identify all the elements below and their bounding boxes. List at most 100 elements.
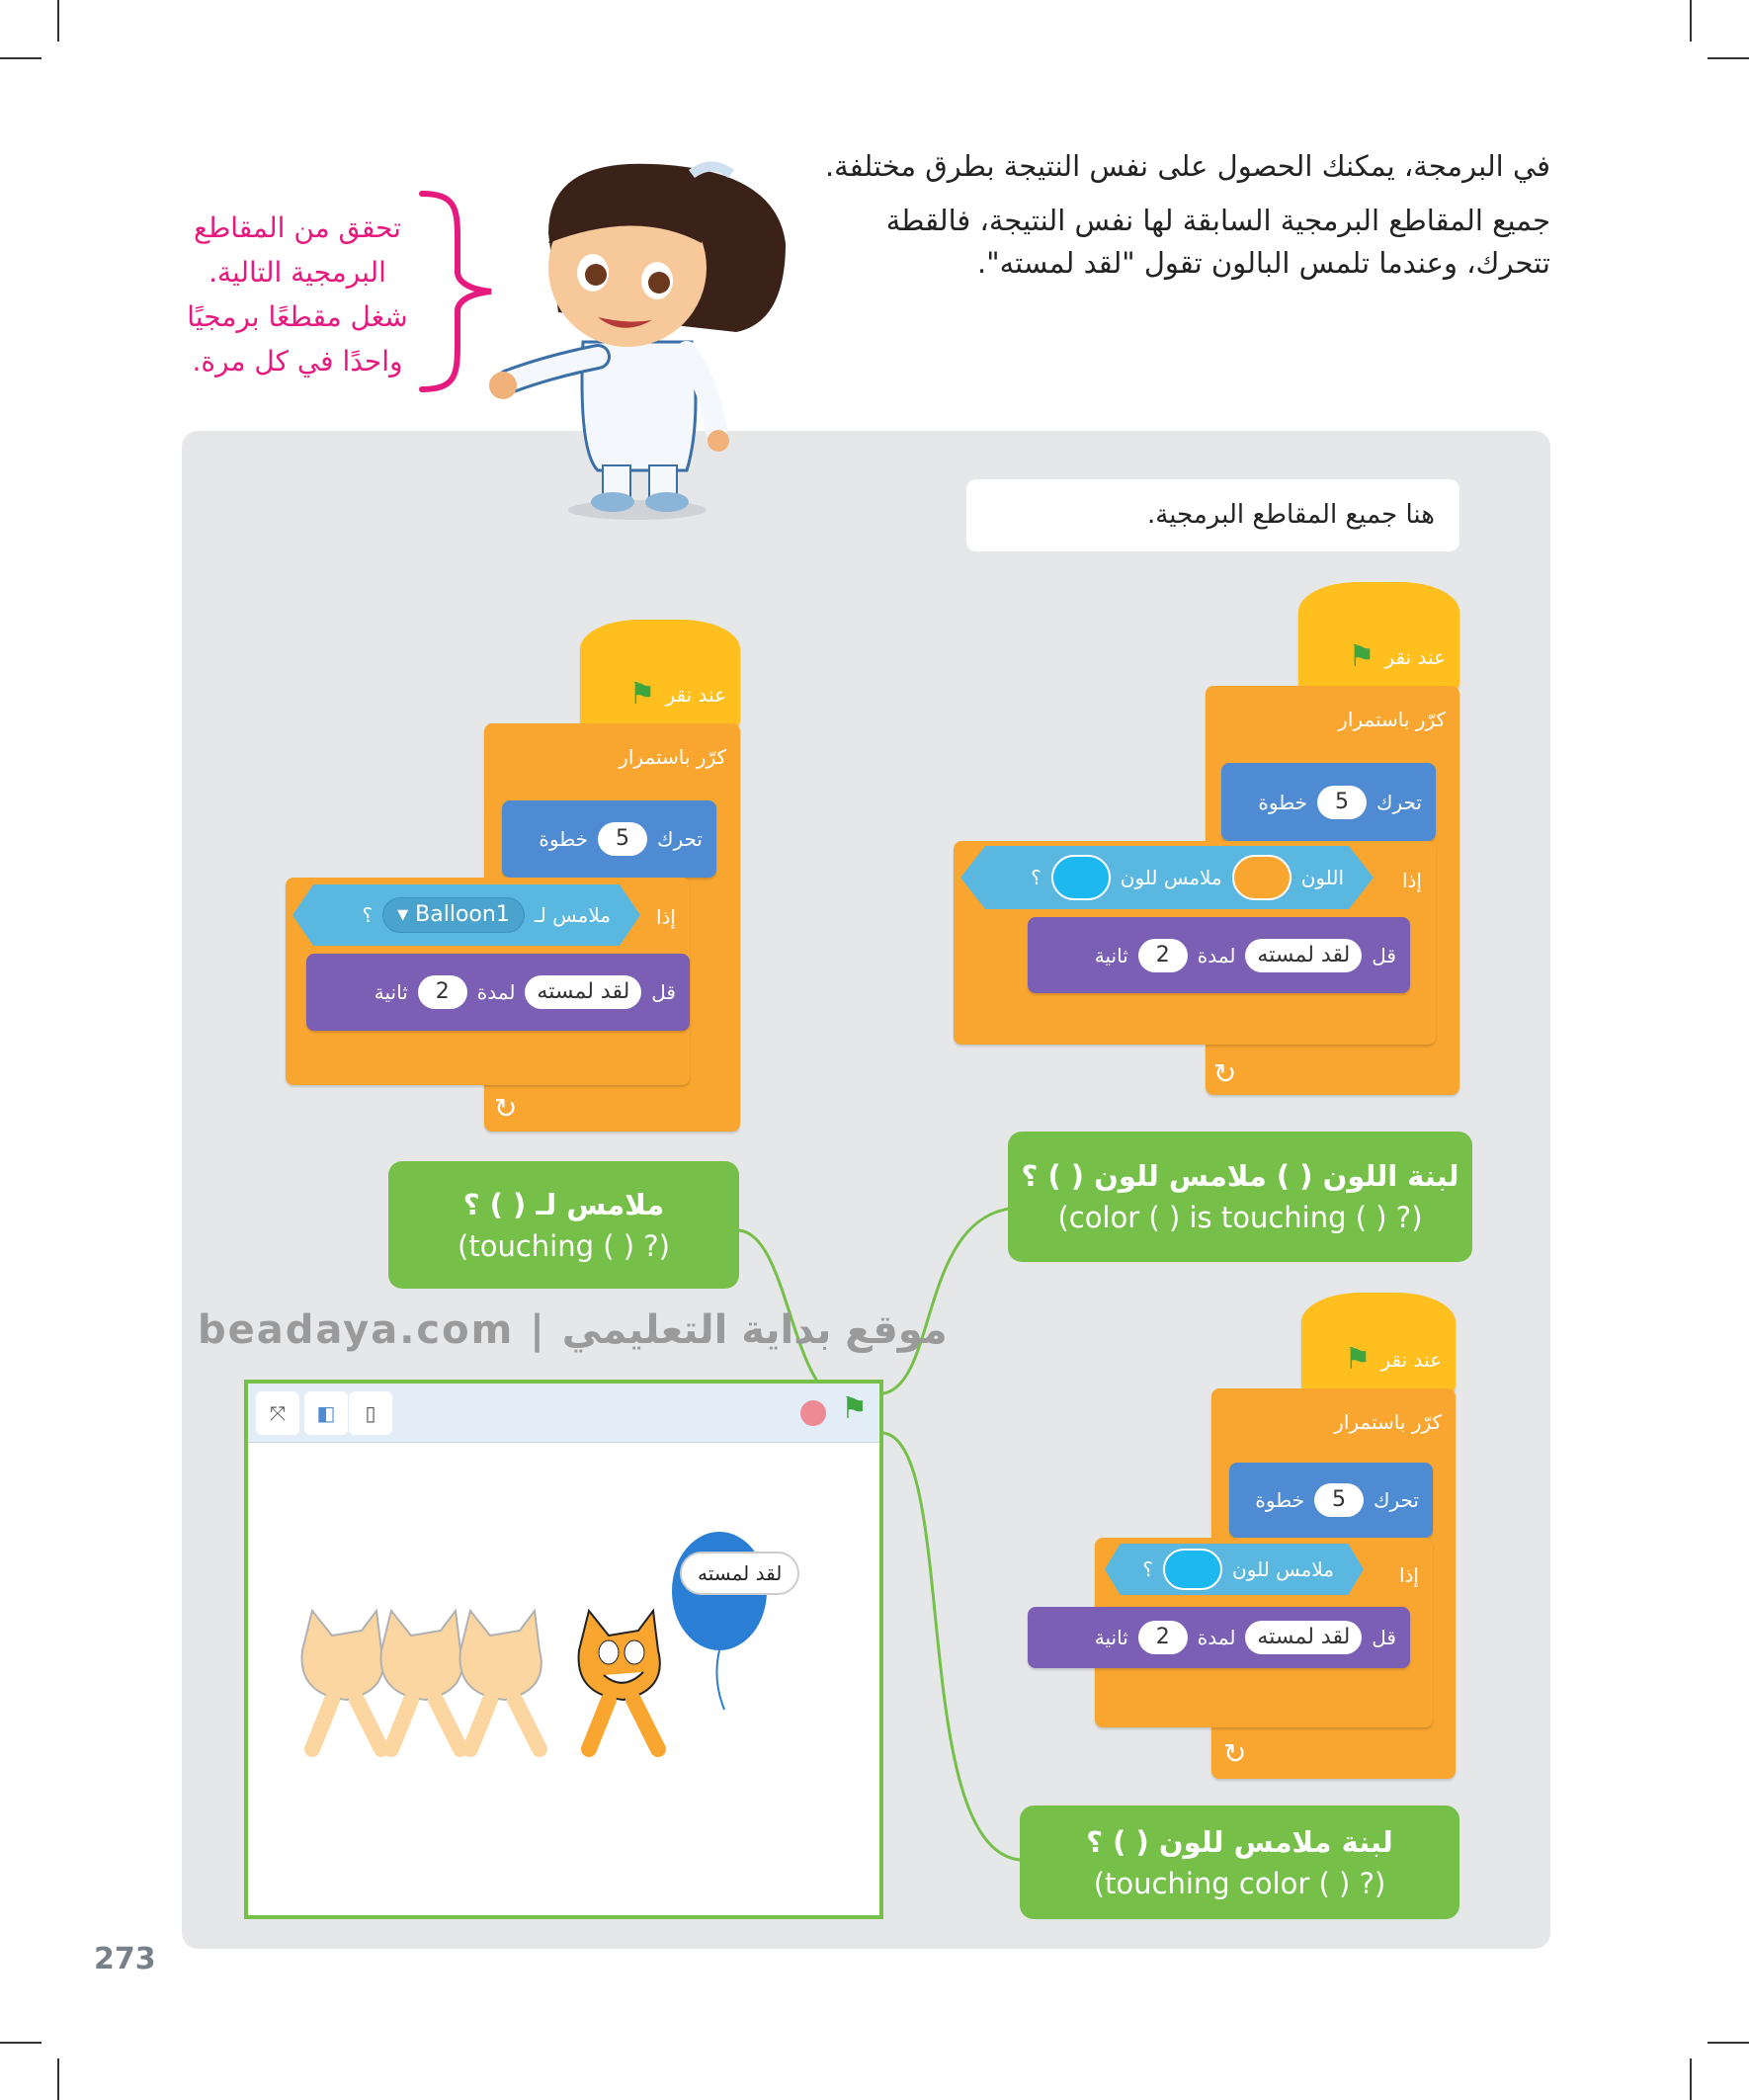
block-label: عند نقر: [1380, 1348, 1442, 1372]
say-text-input[interactable]: لقد لمسته: [525, 975, 642, 1009]
stage-toolbar: ⤧ ◧ ▯ ⚑: [248, 1384, 879, 1443]
block-label: ملامس للون: [1232, 1557, 1334, 1581]
block-label: ملامس لـ: [534, 903, 611, 927]
crop-mark: [57, 0, 59, 42]
block-label: خطوة: [1258, 790, 1307, 814]
crop-mark: [0, 2042, 42, 2044]
tip-line: واحدًا في كل مرة.: [192, 345, 403, 378]
color-swatch-orange[interactable]: [1231, 855, 1291, 900]
color-touching-color-block[interactable]: اللون ملامس للون ؟: [960, 846, 1374, 909]
secs-input[interactable]: 2: [417, 975, 467, 1009]
secs-input[interactable]: 2: [1137, 938, 1188, 972]
block-label: ثانية: [374, 980, 408, 1004]
crop-mark: [57, 2058, 59, 2100]
when-flag-clicked-block[interactable]: عند نقر ⚑: [1301, 1293, 1456, 1393]
block-label: كرّر باستمرار: [1334, 1410, 1442, 1434]
block-label: كرّر باستمرار: [1338, 708, 1446, 731]
page-number: 273: [94, 1942, 156, 1976]
move-steps-block[interactable]: تحرك 5 خطوة: [502, 800, 716, 878]
loop-arrow-icon: ↻: [1223, 1737, 1247, 1770]
block-label: لمدة: [476, 980, 516, 1004]
block-label: تحرك: [1376, 790, 1422, 814]
block-label: عند نقر: [1384, 645, 1446, 669]
say-text-input[interactable]: لقد لمسته: [1245, 938, 1363, 972]
block-label: ثانية: [1094, 943, 1128, 967]
sprite-dropdown-value: Balloon1: [415, 902, 510, 927]
say-for-secs-block[interactable]: قل لقد لمسته لمدة 2 ثانية: [306, 954, 690, 1031]
green-flag-icon: ⚑: [628, 677, 656, 712]
cat-sprite: [577, 1608, 666, 1757]
block-label: قل: [1372, 943, 1396, 967]
block-label: ملامس للون: [1120, 866, 1222, 889]
brace-icon: [419, 191, 492, 392]
block-label: ؟: [1031, 866, 1041, 889]
color-swatch-blue[interactable]: [1050, 855, 1111, 900]
intro-line-1: في البرمجة، يمكنك الحصول على نفس النتيجة…: [824, 149, 1550, 183]
move-steps-block[interactable]: تحرك 5 خطوة: [1221, 763, 1436, 841]
tip-text: تحقق من المقاطع البرمجية التالية. شغل مق…: [168, 206, 427, 383]
crop-mark: [1690, 0, 1692, 42]
steps-input[interactable]: 5: [1314, 1483, 1364, 1517]
stage-sprites: [300, 1532, 767, 1757]
block-label: كرّر باستمرار: [619, 745, 726, 769]
block-label: اللون: [1300, 866, 1344, 889]
label-ar: لبنة ملامس للون ( ) ؟: [1086, 1824, 1393, 1859]
label-touching-color: لبنة ملامس للون ( ) ؟ (touching color ( …: [1020, 1806, 1459, 1919]
crop-mark: [1707, 57, 1749, 59]
all-scripts-note: هنا جميع المقاطع البرمجية.: [966, 479, 1459, 551]
block-label: ثانية: [1094, 1626, 1128, 1649]
color-swatch-blue[interactable]: [1163, 1549, 1223, 1590]
crop-mark: [1690, 2058, 1692, 2100]
small-stage-icon[interactable]: ◧: [304, 1391, 348, 1435]
large-stage-icon[interactable]: ▯: [349, 1391, 392, 1435]
fullscreen-icon[interactable]: ⤧: [256, 1391, 299, 1435]
green-flag-icon[interactable]: ⚑: [841, 1391, 868, 1426]
sprite-dropdown[interactable]: ▾ Balloon1: [382, 897, 525, 933]
block-label: تحرك: [1374, 1488, 1419, 1512]
secs-input[interactable]: 2: [1137, 1621, 1188, 1654]
intro-line-2: جميع المقاطع البرمجية السابقة لها نفس ال…: [885, 204, 1550, 237]
label-color-touching: لبنة اللون ( ) ملامس للون ( ) ؟ (color (…: [1008, 1132, 1472, 1262]
label-en: (color ( ) is touching ( ) ?): [1057, 1201, 1423, 1234]
block-label: خطوة: [539, 827, 588, 851]
block-label: قل: [1372, 1626, 1396, 1649]
watermark: beadaya.com | موقع بداية التعليمي: [198, 1307, 948, 1353]
move-steps-block[interactable]: تحرك 5 خطوة: [1229, 1463, 1433, 1538]
block-label: لمدة: [1197, 1626, 1236, 1649]
speech-bubble: لقد لمسته: [680, 1552, 800, 1595]
girl-character-illustration: [489, 161, 786, 520]
scratch-stage: ⤧ ◧ ▯ ⚑ لقد لمسته: [244, 1380, 883, 1919]
label-en: (touching color ( ) ?): [1093, 1866, 1386, 1900]
loop-arrow-icon: ↻: [1213, 1057, 1237, 1090]
tip-line: تحقق من المقاطع: [194, 211, 401, 244]
label-ar: لبنة اللون ( ) ملامس للون ( ) ؟: [1021, 1159, 1459, 1193]
say-for-secs-block[interactable]: قل لقد لمسته لمدة 2 ثانية: [1028, 917, 1410, 993]
loop-arrow-icon: ↻: [494, 1092, 518, 1125]
block-label: إذا: [655, 905, 676, 929]
block-label: خطوة: [1255, 1488, 1304, 1512]
block-label: ؟: [1142, 1557, 1154, 1581]
block-label: ؟: [362, 903, 374, 927]
tip-line: البرمجية التالية.: [208, 256, 386, 289]
green-flag-icon: ⚑: [1348, 639, 1375, 674]
steps-input[interactable]: 5: [598, 822, 647, 856]
say-for-secs-block[interactable]: قل لقد لمسته لمدة 2 ثانية: [1028, 1607, 1410, 1668]
say-text-input[interactable]: لقد لمسته: [1245, 1621, 1363, 1654]
steps-input[interactable]: 5: [1317, 785, 1367, 819]
touching-color-block[interactable]: ملامس للون ؟: [1105, 1544, 1364, 1595]
stop-icon[interactable]: [800, 1400, 826, 1426]
crop-mark: [1707, 2042, 1749, 2044]
when-flag-clicked-block[interactable]: عند نقر ⚑: [1298, 582, 1459, 691]
block-label: عند نقر: [665, 683, 726, 707]
cat-ghost-sprite: [300, 1608, 547, 1757]
tip-line: شغل مقطعًا برمجيًا: [187, 300, 408, 333]
block-label: لمدة: [1197, 943, 1236, 967]
block-label: إذا: [1398, 1563, 1419, 1587]
block-label: تحرك: [657, 827, 703, 851]
label-ar: ملامس لـ ( ) ؟: [462, 1187, 665, 1221]
intro-line-3: تتحرك، وعندما تلمس البالون تقول "لقد لمس…: [977, 246, 1550, 280]
touching-sprite-block[interactable]: ملامس لـ ▾ Balloon1 ؟: [292, 884, 640, 946]
when-flag-clicked-block[interactable]: عند نقر ⚑: [580, 620, 740, 728]
green-flag-icon: ⚑: [1344, 1342, 1372, 1377]
block-label: إذا: [1401, 869, 1422, 892]
